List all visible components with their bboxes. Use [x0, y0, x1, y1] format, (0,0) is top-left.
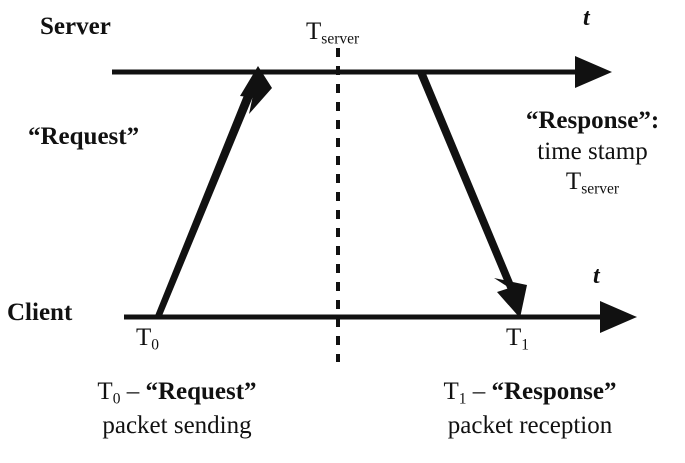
left-caption-block: T0 – “Request” packet sending — [42, 378, 312, 439]
t0-subscript: 0 — [151, 336, 160, 354]
left-caption-quoted: “Request” — [145, 378, 257, 405]
right-caption-t-subscript: 1 — [458, 390, 467, 408]
request-message-label: “Request” — [28, 123, 140, 150]
right-caption-block: T1 – “Response” packet reception — [390, 378, 670, 439]
response-tserver-base: T — [565, 168, 582, 195]
left-caption-line2: packet sending — [102, 412, 252, 440]
left-caption-t-subscript: 0 — [112, 390, 121, 408]
t1-subscript: 1 — [521, 336, 530, 354]
right-caption-t-base: T — [443, 378, 459, 405]
right-caption-quoted: “Response” — [491, 378, 617, 405]
tserver-marker-label: Tserver — [306, 18, 359, 48]
left-caption-line1: T0 – “Request” — [42, 378, 312, 408]
response-tserver-subscript: server — [581, 180, 620, 198]
request-arrow — [154, 66, 272, 317]
server-time-variable-label: t — [583, 5, 590, 31]
tserver-base: T — [306, 18, 322, 45]
t1-marker-label: T1 — [506, 324, 529, 354]
server-lane-label: Server — [40, 13, 111, 40]
t0-marker-label: T0 — [136, 324, 159, 354]
response-tserver-value: Tserver — [500, 168, 685, 198]
right-caption-dash: – — [466, 378, 492, 405]
response-message-label: “Response”: — [525, 107, 660, 134]
client-time-variable-label: t — [593, 263, 600, 289]
client-lane-label: Client — [7, 299, 73, 326]
response-timestamp-line: time stamp — [537, 138, 648, 165]
right-caption-line2: packet reception — [447, 412, 613, 440]
response-arrow — [416, 70, 527, 318]
t1-base: T — [506, 324, 522, 351]
right-caption-line1: T1 – “Response” — [390, 378, 670, 408]
tserver-subscript: server — [321, 30, 360, 48]
left-caption-dash: – — [120, 378, 146, 405]
left-caption-t-base: T — [97, 378, 113, 405]
response-message-block: “Response”: time stamp Tserver — [500, 108, 685, 198]
t0-base: T — [136, 324, 152, 351]
